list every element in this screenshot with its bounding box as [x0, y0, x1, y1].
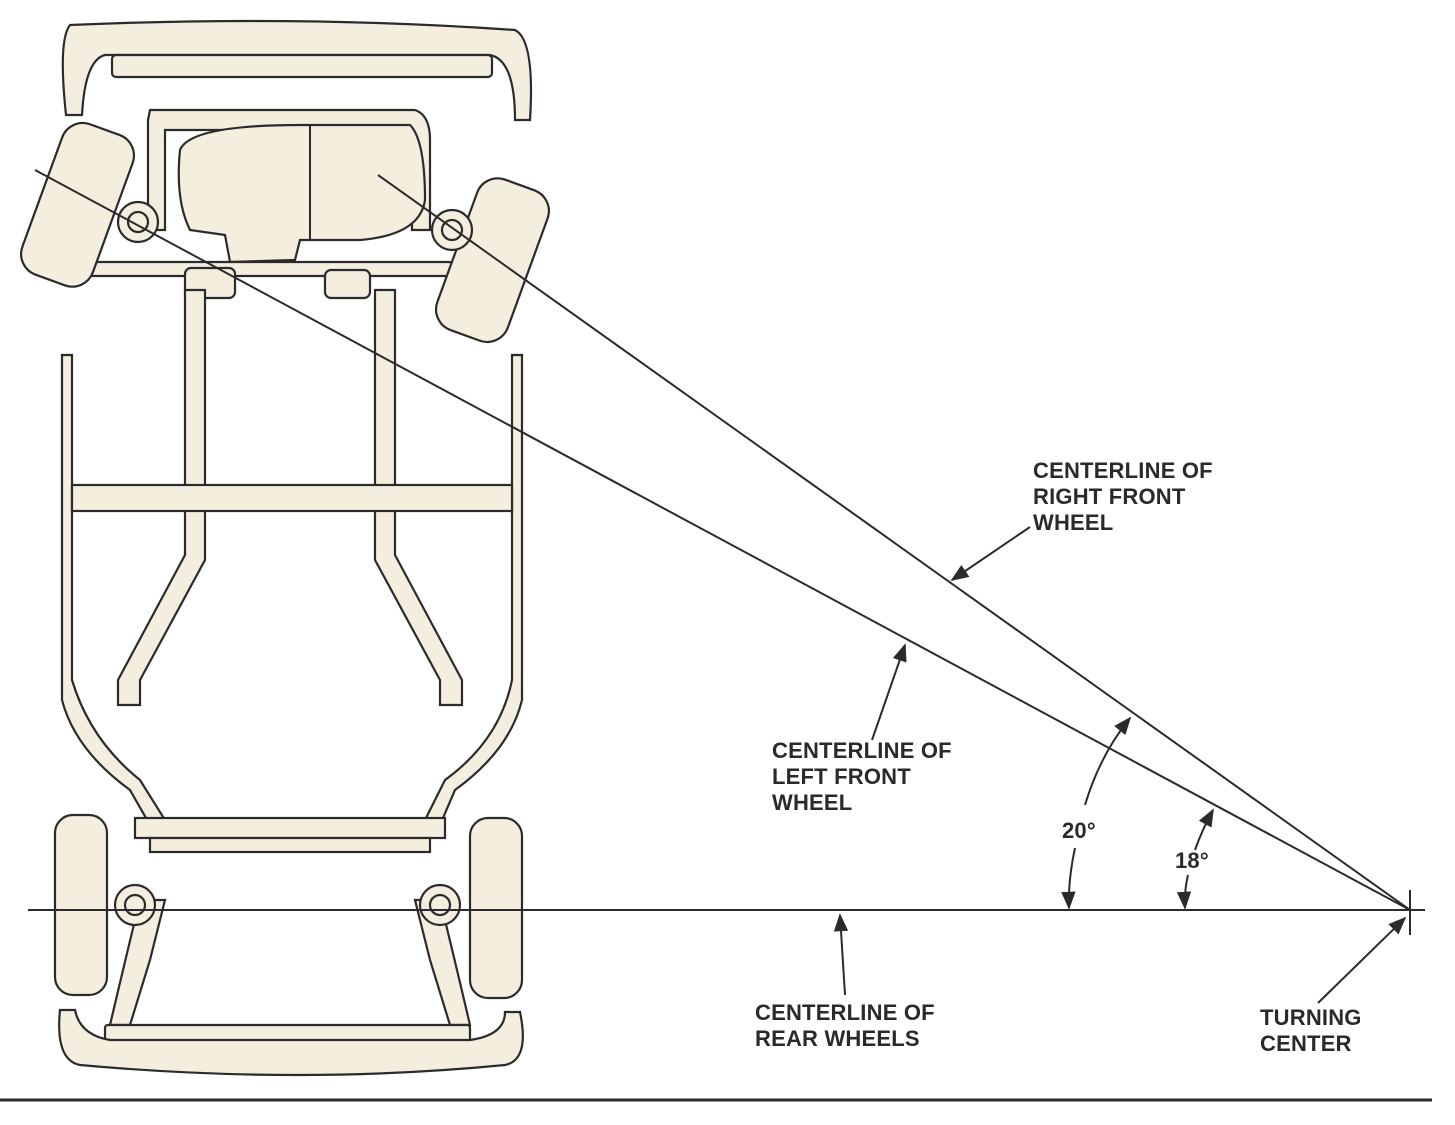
label-line: CENTER [1260, 1031, 1352, 1056]
angle-18-arc-top [1194, 808, 1214, 851]
left-front-wheel [20, 121, 136, 288]
rear-leader-arrow [833, 913, 849, 996]
right-front-wheel-centerline [377, 174, 1411, 911]
right-frame-rail [423, 353, 524, 827]
rear-crossmember [133, 816, 447, 840]
left-front-wheel-centerline [34, 169, 1411, 911]
label-line: LEFT FRONT [772, 764, 911, 789]
right-front-leader-arrow [950, 526, 1031, 582]
rear-bumper [58, 1008, 524, 1077]
label-line: WHEEL [1033, 510, 1114, 535]
right-front-wheel [434, 177, 550, 344]
angle-18-arc-bottom [1176, 874, 1192, 910]
label-line: WHEEL [772, 790, 853, 815]
label-line: TURNING [1260, 1005, 1362, 1030]
frame-crossmember [70, 483, 514, 513]
label-line: CENTERLINE OF [755, 1000, 935, 1025]
left-frame-rail [60, 353, 167, 827]
angle-20-arc-top [1084, 716, 1132, 806]
angle-18-label: 18° [1175, 848, 1209, 873]
label-line: CENTERLINE OF [1033, 458, 1213, 483]
engine [177, 123, 427, 264]
front-bumper [61, 19, 533, 122]
right-rear-wheel [468, 816, 524, 1000]
turning-center-leader-arrow [1317, 916, 1407, 1004]
steering-rack [83, 260, 457, 278]
angle-20-label: 20° [1062, 818, 1096, 843]
label-line: REAR WHEELS [755, 1026, 920, 1051]
label-line: CENTERLINE OF [772, 738, 952, 763]
vehicle-chassis [20, 19, 550, 1077]
angle-20-arc-bottom [1061, 847, 1076, 910]
left-front-leader-arrow [871, 643, 907, 741]
left-rear-wheel [53, 813, 109, 997]
label-line: RIGHT FRONT [1033, 484, 1186, 509]
